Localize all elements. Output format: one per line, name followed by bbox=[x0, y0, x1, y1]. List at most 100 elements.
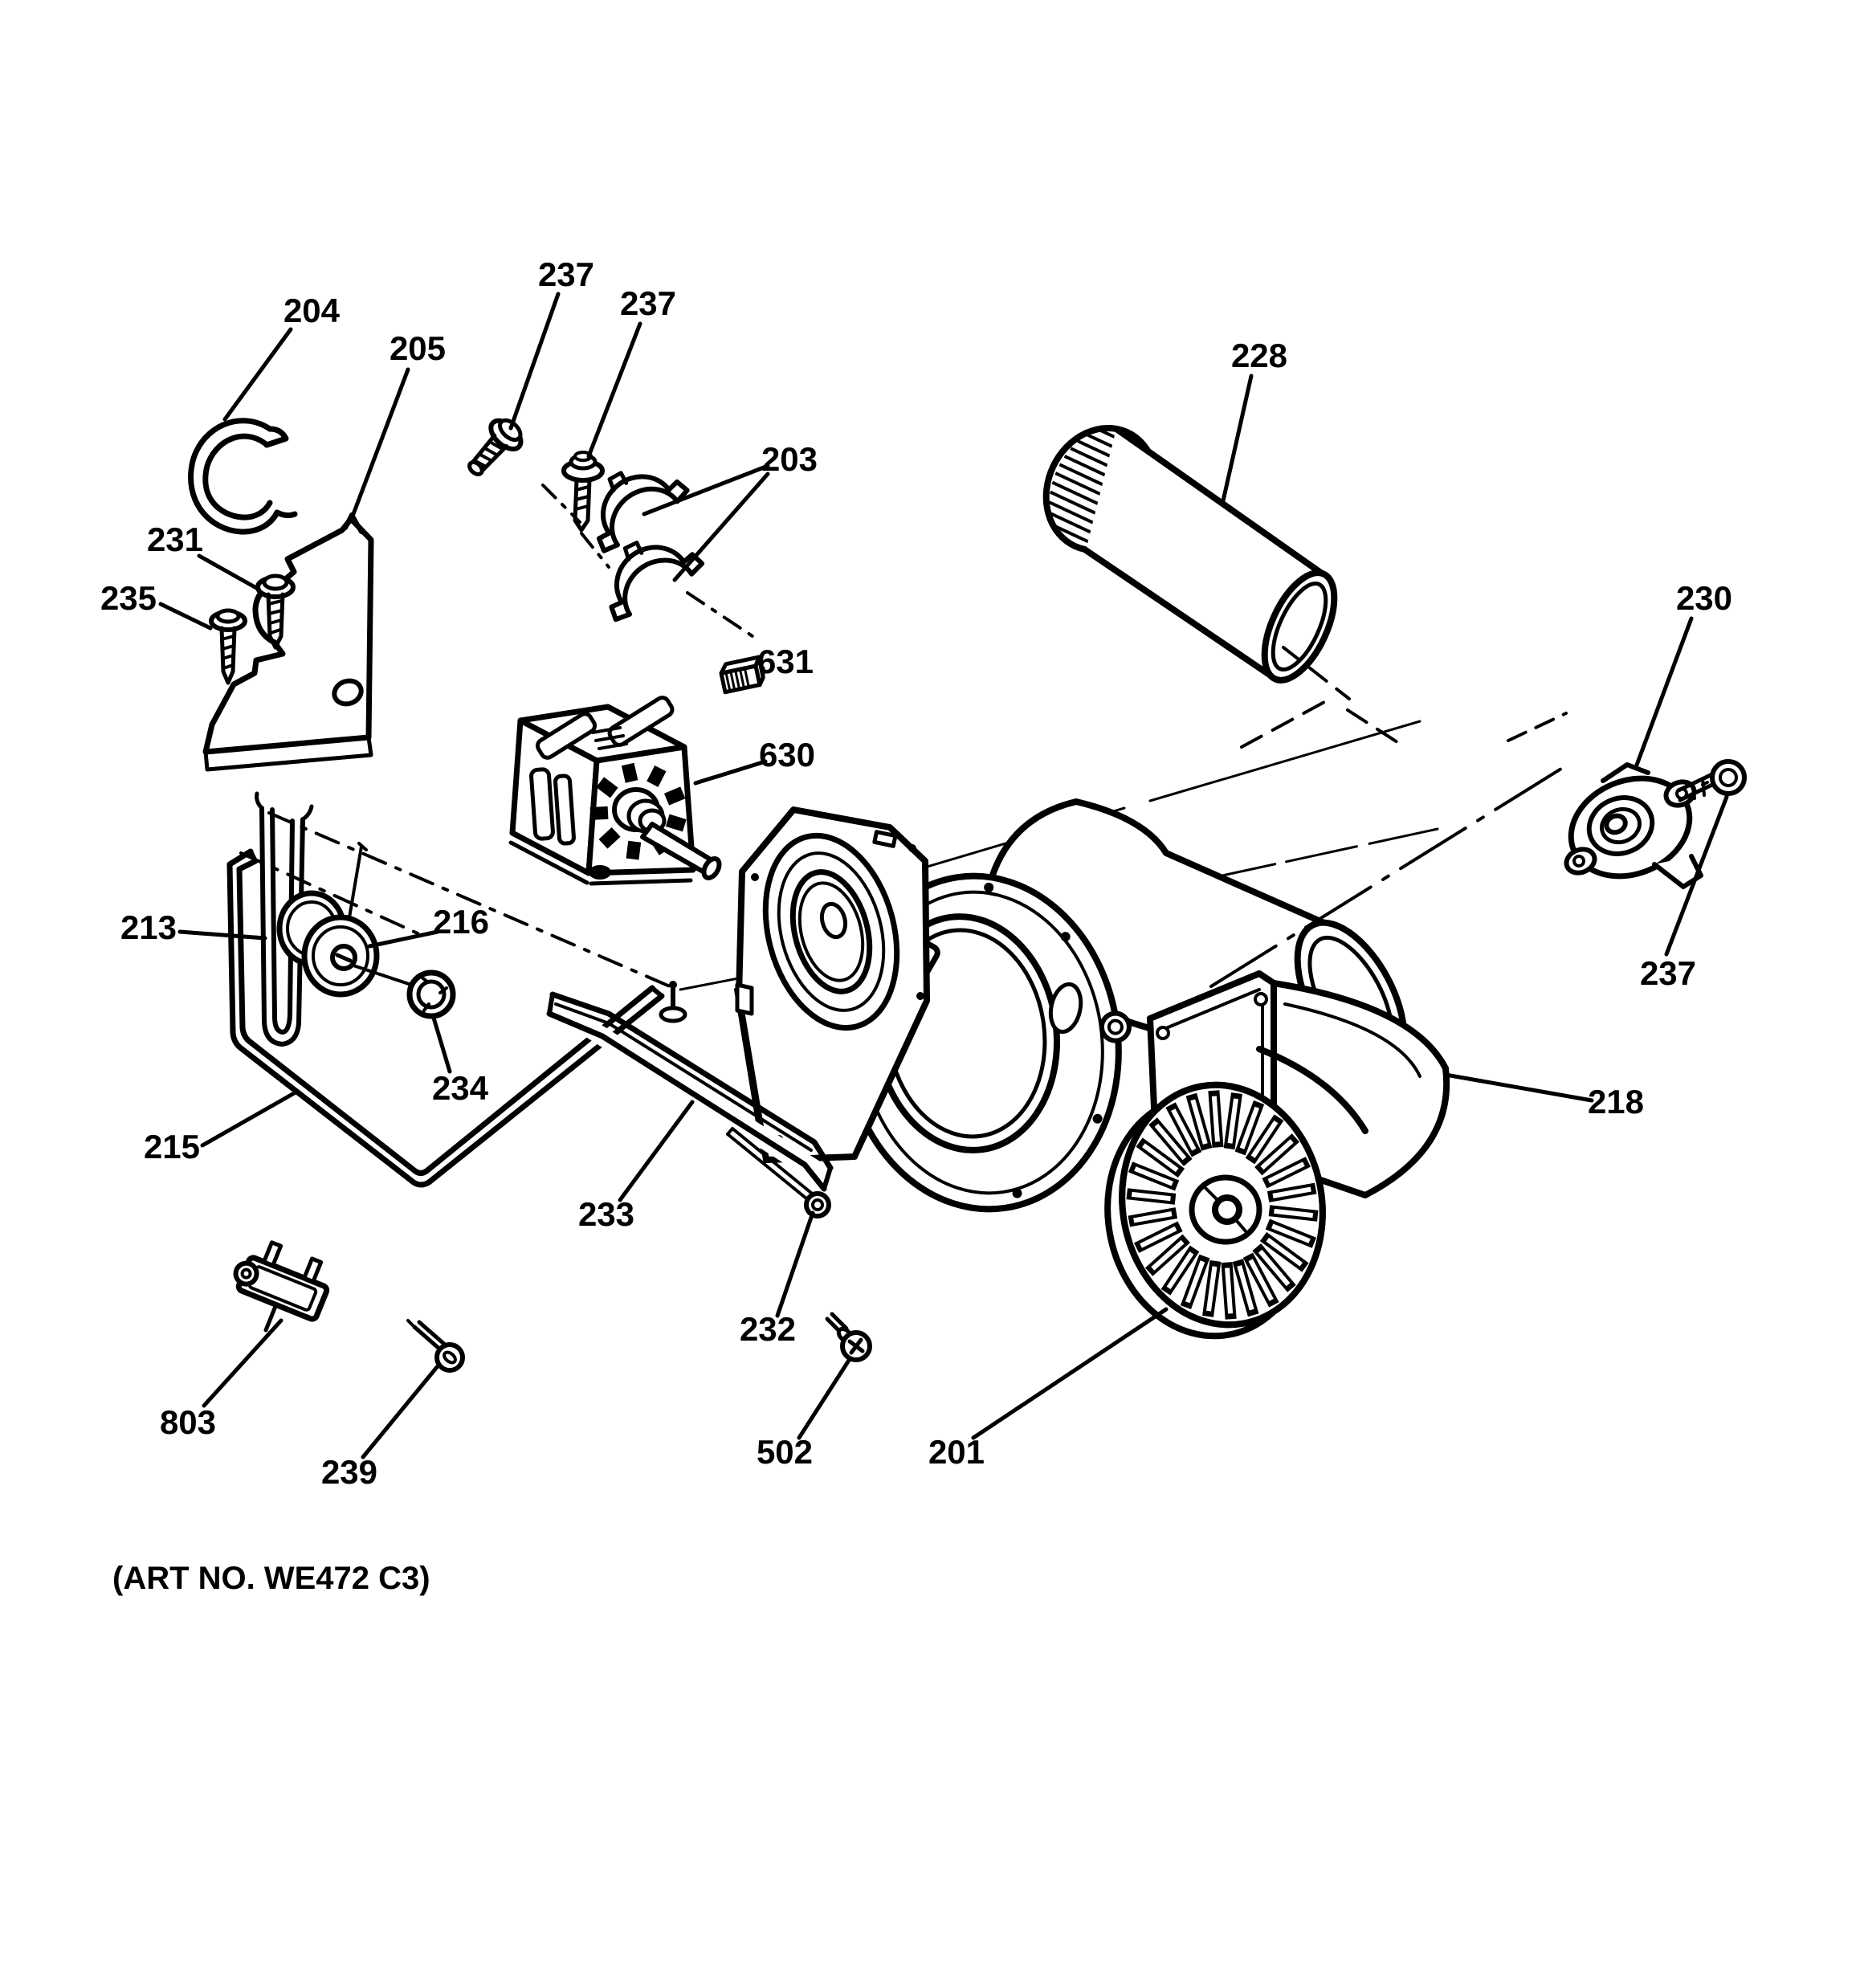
wheel-fin-highlight bbox=[1141, 1143, 1179, 1173]
support-bracket-233 bbox=[546, 981, 834, 1192]
part-label-205: 205 bbox=[390, 329, 446, 367]
part-label-232: 232 bbox=[740, 1310, 796, 1348]
part-label-228: 228 bbox=[1231, 337, 1287, 374]
wheel-fin-highlight bbox=[1272, 1186, 1311, 1198]
wheel-fin-highlight bbox=[1239, 1106, 1260, 1149]
part-label-234: 234 bbox=[432, 1069, 489, 1107]
timer-dial-wedge bbox=[596, 777, 618, 798]
part-label-216: 216 bbox=[433, 903, 489, 941]
wheel-fin-highlight bbox=[1271, 1223, 1311, 1243]
terminal-block-631 bbox=[719, 655, 765, 695]
leader-line-203 bbox=[642, 463, 770, 516]
wheel-fin-highlight bbox=[1225, 1268, 1234, 1314]
part-label-803: 803 bbox=[160, 1403, 216, 1441]
leader-line-218 bbox=[1443, 1072, 1594, 1103]
support-frame-215 bbox=[226, 848, 665, 1188]
wheel-fin-highlight bbox=[1171, 1108, 1197, 1151]
wheel-fin-highlight bbox=[1205, 1266, 1218, 1312]
leader-line-215 bbox=[200, 1090, 298, 1148]
timer-dial-wedge bbox=[626, 840, 642, 860]
timer-dial-wedge bbox=[589, 806, 609, 820]
leader-line-232 bbox=[775, 1210, 815, 1318]
leader-line-233 bbox=[618, 1100, 695, 1202]
art-number: (ART NO. WE472 C3) bbox=[112, 1561, 430, 1596]
wheel-fin-highlight bbox=[1267, 1161, 1305, 1184]
wheel-fin-highlight bbox=[1151, 1239, 1185, 1271]
leader-line-205 bbox=[351, 367, 410, 516]
timer-top-rail-left bbox=[535, 712, 598, 760]
thermostat-230 bbox=[1564, 762, 1703, 889]
exhaust-duct-228 bbox=[1042, 425, 1351, 700]
wheel-fin-highlight bbox=[1237, 1265, 1254, 1311]
wheel-fin-highlight bbox=[1248, 1259, 1274, 1301]
wheel-fin-highlight bbox=[1131, 1191, 1171, 1202]
screw-502 bbox=[825, 1312, 872, 1362]
clamp-axis-dashes bbox=[686, 591, 761, 643]
part-label-235: 235 bbox=[100, 579, 157, 617]
wheel-fin-highlight bbox=[1134, 1166, 1173, 1186]
wheel-fin-highlight bbox=[1258, 1249, 1291, 1287]
projection-dashes bbox=[239, 811, 671, 988]
leader-line-228 bbox=[1220, 374, 1254, 507]
wheel-fin-highlight bbox=[1140, 1226, 1177, 1248]
rod-232 bbox=[726, 1127, 831, 1219]
leader-line-630 bbox=[693, 759, 768, 786]
wheel-fin-highlight bbox=[1227, 1098, 1239, 1144]
part-label-237: 237 bbox=[620, 284, 676, 322]
part-label-631: 631 bbox=[757, 643, 814, 680]
leader-line-237 bbox=[508, 292, 561, 431]
screw-235 bbox=[209, 608, 247, 685]
timer-dial-wedge bbox=[665, 814, 687, 832]
blower-wheel-201 bbox=[1104, 1081, 1326, 1340]
timer-dial-wedge bbox=[598, 827, 621, 849]
wheel-fin-highlight bbox=[1260, 1139, 1294, 1170]
drive-belt-213 bbox=[255, 791, 314, 1047]
part-label-237: 237 bbox=[538, 255, 594, 293]
duct-alignment-dashes bbox=[1240, 696, 1568, 749]
mounting-bracket-205 bbox=[202, 512, 374, 772]
part-label-502: 502 bbox=[757, 1433, 813, 1471]
blower-wheel-fins bbox=[1126, 1090, 1319, 1320]
leader-line-235 bbox=[158, 602, 213, 631]
leader-line-216 bbox=[367, 929, 440, 949]
timer-dial-wedge bbox=[663, 786, 686, 806]
part-label-230: 230 bbox=[1676, 579, 1732, 617]
part-label-237: 237 bbox=[1640, 954, 1696, 992]
timer-dial-wedge bbox=[621, 762, 638, 783]
part-label-630: 630 bbox=[759, 736, 815, 774]
wheel-fin-highlight bbox=[1154, 1123, 1187, 1161]
screw-239 bbox=[406, 1319, 465, 1373]
leader-line-231 bbox=[197, 553, 260, 591]
leader-line-237 bbox=[1664, 794, 1729, 957]
screw-237-right-top-axis bbox=[580, 532, 610, 569]
wheel-fin-highlight bbox=[1250, 1120, 1279, 1158]
leader-line-239 bbox=[361, 1365, 439, 1459]
leader-line-234 bbox=[430, 1013, 452, 1074]
leader-line-201 bbox=[971, 1307, 1169, 1440]
part-label-203: 203 bbox=[761, 440, 818, 478]
part-labels: 2042052372372036316302282302372182312352… bbox=[100, 255, 1732, 1491]
clamp-203-lower bbox=[609, 541, 705, 623]
clamp-203-upper bbox=[596, 471, 690, 553]
wheel-fin-highlight bbox=[1274, 1208, 1314, 1219]
wheel-fin-highlight bbox=[1266, 1237, 1303, 1267]
leader-line-213 bbox=[177, 929, 267, 941]
part-label-201: 201 bbox=[928, 1433, 985, 1471]
timer-630 bbox=[508, 696, 722, 886]
screw-237-thermostat bbox=[1676, 759, 1747, 802]
part-label-204: 204 bbox=[283, 292, 341, 329]
leader-line-203 bbox=[672, 471, 770, 582]
part-label-215: 215 bbox=[144, 1128, 200, 1165]
wheel-fin-highlight bbox=[1166, 1251, 1194, 1290]
leader-line-803 bbox=[202, 1318, 283, 1408]
part-label-239: 239 bbox=[321, 1453, 377, 1491]
wheel-fin-highlight bbox=[1190, 1099, 1208, 1145]
part-label-233: 233 bbox=[578, 1195, 634, 1233]
nut-234 bbox=[406, 970, 456, 1019]
wheel-fin-highlight bbox=[1133, 1211, 1173, 1223]
screw-237-right-top bbox=[561, 451, 605, 533]
leader-line-237 bbox=[586, 321, 642, 459]
part-label-218: 218 bbox=[1588, 1083, 1644, 1121]
